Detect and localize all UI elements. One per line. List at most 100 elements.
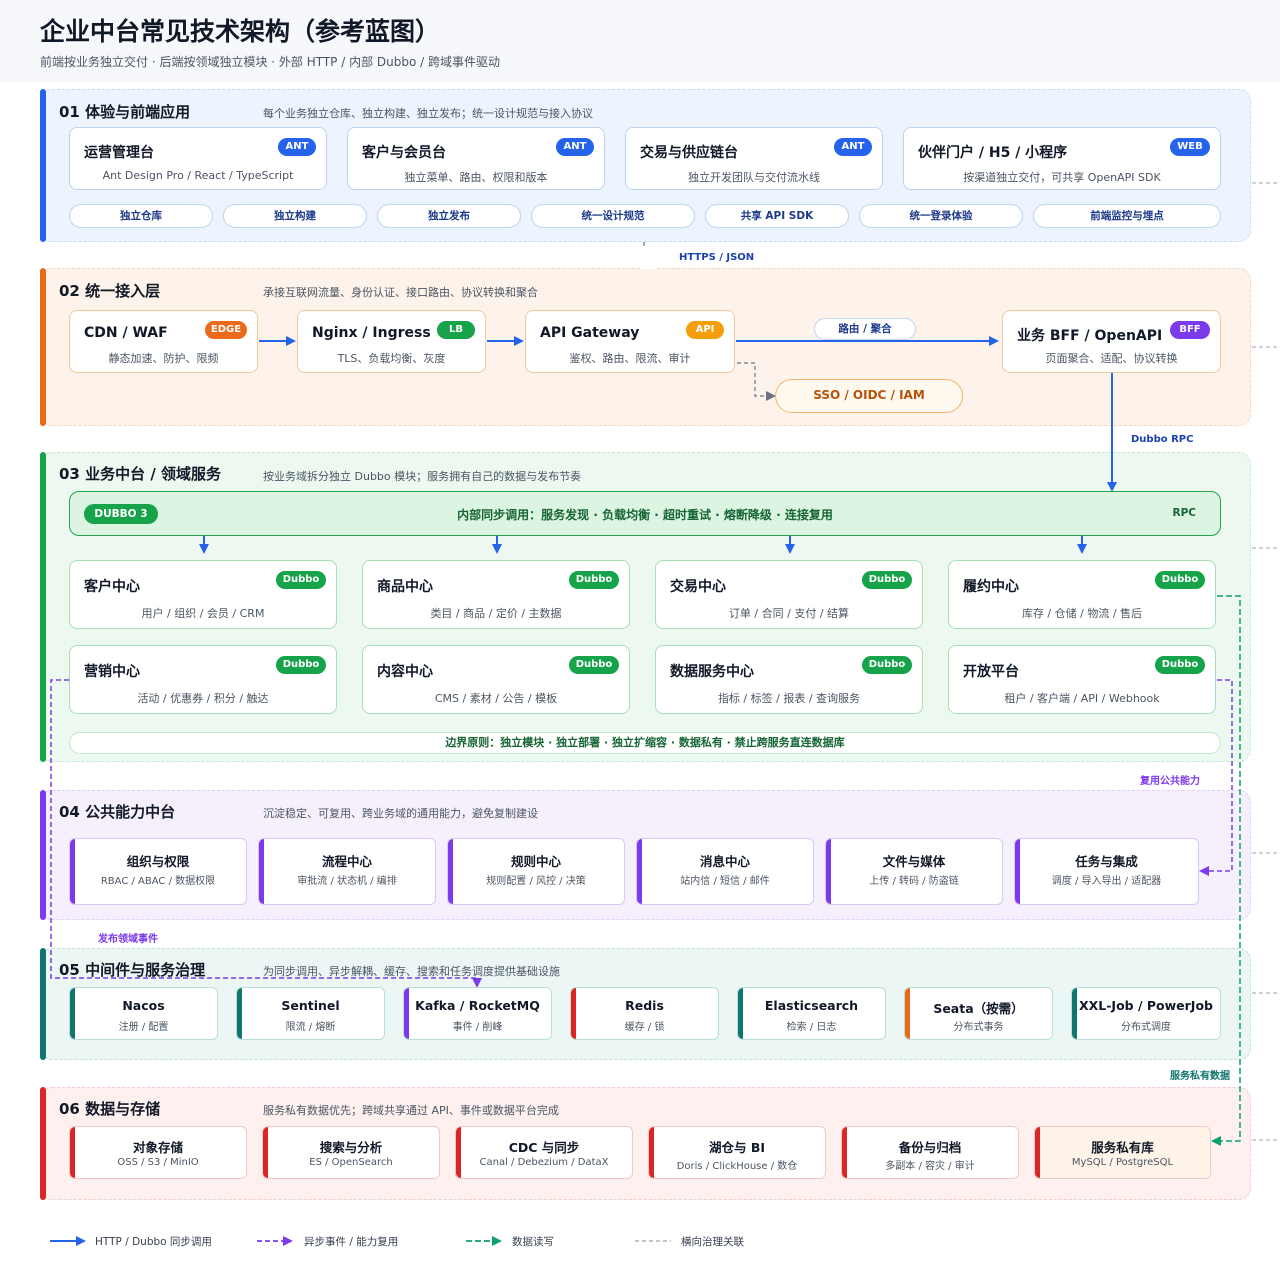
layer-common-title: 04 公共能力中台 bbox=[59, 803, 176, 821]
access-node-cdn[interactable]: CDN / WAF EDGE 静态加速、防护、限频 bbox=[69, 310, 258, 373]
service-marketing[interactable]: 营销中心 Dubbo 活动 / 优惠券 / 积分 / 触达 bbox=[69, 645, 337, 714]
mw-seata[interactable]: Seata（按需）分布式事务 bbox=[904, 987, 1053, 1040]
storage-sub: 多副本 / 容灾 / 审计 bbox=[885, 1161, 975, 1172]
service-product[interactable]: 商品中心 Dubbo 类目 / 商品 / 定价 / 主数据 bbox=[362, 560, 630, 629]
page-title: 企业中台常见技术架构（参考蓝图） bbox=[40, 17, 441, 46]
app-card-ops[interactable]: 运营管理台 ANT Ant Design Pro / React / TypeS… bbox=[69, 127, 327, 190]
middleware-sub: 事件 / 削峰 bbox=[452, 1022, 503, 1033]
accent-bar bbox=[259, 839, 264, 904]
accent-bar bbox=[571, 988, 576, 1039]
middleware-name: Seata（按需） bbox=[933, 1001, 1024, 1016]
store-backup[interactable]: 备份与归档多副本 / 容灾 / 审计 bbox=[841, 1126, 1019, 1179]
accent-bar bbox=[905, 988, 910, 1039]
dubbo-bus-badge: DUBBO 3 bbox=[84, 504, 158, 524]
storage-name: 备份与归档 bbox=[898, 1140, 962, 1155]
app-card-trade[interactable]: 交易与供应链台 ANT 独立开发团队与交付流水线 bbox=[625, 127, 883, 190]
pill-build: 独立构建 bbox=[223, 204, 367, 228]
service-badge: Dubbo bbox=[1155, 656, 1205, 674]
layer-domain-title: 03 业务中台 / 领域服务 bbox=[59, 465, 222, 483]
service-name: 营销中心 bbox=[84, 664, 140, 680]
app-name: 客户与会员台 bbox=[362, 145, 446, 161]
app-badge: ANT bbox=[834, 138, 872, 156]
storage-sub: MySQL / PostgreSQL bbox=[1071, 1157, 1174, 1168]
service-sub: 订单 / 合同 / 支付 / 结算 bbox=[728, 607, 850, 620]
service-name: 履约中心 bbox=[963, 579, 1019, 595]
storage-name: 搜索与分析 bbox=[319, 1140, 383, 1155]
pill-sdk: 共享 API SDK bbox=[705, 204, 849, 228]
storage-name: 湖仓与 BI bbox=[708, 1140, 766, 1155]
middleware-name: Elasticsearch bbox=[764, 998, 859, 1013]
node-badge: EDGE bbox=[205, 321, 247, 339]
capability-name: 任务与集成 bbox=[1075, 854, 1138, 869]
common-workflow[interactable]: 流程中心审批流 / 状态机 / 编排 bbox=[258, 838, 436, 905]
layer-storage-desc: 服务私有数据优先；跨域共享通过 API、事件或数据平台完成 bbox=[263, 1104, 559, 1117]
accent-bar bbox=[70, 839, 75, 904]
store-lakehouse[interactable]: 湖仓与 BI Doris / ClickHouse / 数仓 bbox=[648, 1126, 826, 1179]
middleware-sub: 缓存 / 锁 bbox=[624, 1022, 665, 1033]
service-customer[interactable]: 客户中心 Dubbo 用户 / 组织 / 会员 / CRM bbox=[69, 560, 337, 629]
page-header: 企业中台常见技术架构（参考蓝图） 前端按业务独立交付 · 后端按领域独立模块 ·… bbox=[0, 0, 1280, 82]
capability-sub: 审批流 / 状态机 / 编排 bbox=[297, 876, 397, 887]
layer-storage-bar bbox=[40, 1087, 46, 1200]
accent-bar bbox=[70, 1127, 75, 1178]
access-node-bff[interactable]: 业务 BFF / OpenAPI BFF 页面聚合、适配、协议转换 bbox=[1002, 310, 1221, 373]
capability-name: 消息中心 bbox=[699, 854, 750, 869]
mw-elasticsearch[interactable]: Elasticsearch 检索 / 日志 bbox=[737, 987, 886, 1040]
middleware-sub: 检索 / 日志 bbox=[786, 1022, 837, 1033]
event-label: 发布领域事件 bbox=[98, 934, 158, 945]
service-name: 客户中心 bbox=[84, 579, 140, 595]
accent-bar bbox=[1072, 988, 1077, 1039]
service-content[interactable]: 内容中心 Dubbo CMS / 素材 / 公告 / 模板 bbox=[362, 645, 630, 714]
app-card-partner[interactable]: 伙伴门户 / H5 / 小程序 WEB 按渠道独立交付，可共享 OpenAPI … bbox=[903, 127, 1221, 190]
node-name: API Gateway bbox=[540, 325, 640, 341]
layer-middleware-bar bbox=[40, 948, 46, 1060]
common-rules[interactable]: 规则中心规则配置 / 风控 / 决策 bbox=[447, 838, 625, 905]
app-card-member[interactable]: 客户与会员台 ANT 独立菜单、路由、权限和版本 bbox=[347, 127, 605, 190]
app-badge: WEB bbox=[1170, 138, 1210, 156]
service-fulfillment[interactable]: 履约中心 Dubbo 库存 / 仓储 / 物流 / 售后 bbox=[948, 560, 1216, 629]
dubbo-bus-tag: RPC bbox=[1172, 507, 1197, 519]
service-trade[interactable]: 交易中心 Dubbo 订单 / 合同 / 支付 / 结算 bbox=[655, 560, 923, 629]
service-open-platform[interactable]: 开放平台 Dubbo 租户 / 客户端 / API / Webhook bbox=[948, 645, 1216, 714]
accent-bar bbox=[826, 839, 831, 904]
accent-bar bbox=[456, 1127, 461, 1178]
common-task-integration[interactable]: 任务与集成调度 / 导入导出 / 适配器 bbox=[1014, 838, 1199, 905]
access-node-nginx[interactable]: Nginx / Ingress LB TLS、负载均衡、灰度 bbox=[297, 310, 486, 373]
storage-sub: Doris / ClickHouse / 数仓 bbox=[676, 1161, 798, 1172]
middleware-name: XXL-Job / PowerJob bbox=[1078, 998, 1213, 1013]
common-message[interactable]: 消息中心站内信 / 短信 / 邮件 bbox=[636, 838, 814, 905]
layer-access-bar bbox=[40, 268, 46, 426]
node-name: 业务 BFF / OpenAPI bbox=[1017, 328, 1163, 344]
app-sub: 独立开发团队与交付流水线 bbox=[688, 171, 820, 184]
legend-sync: HTTP / Dubbo 同步调用 bbox=[95, 1236, 212, 1248]
app-sub: Ant Design Pro / React / TypeScript bbox=[102, 169, 294, 182]
sso-node[interactable]: SSO / OIDC / IAM bbox=[775, 379, 963, 413]
access-node-gateway[interactable]: API Gateway API 鉴权、路由、限流、审计 bbox=[525, 310, 735, 373]
middleware-sub: 注册 / 配置 bbox=[118, 1022, 169, 1033]
accent-bar bbox=[263, 1127, 268, 1178]
common-file-media[interactable]: 文件与媒体上传 / 转码 / 防盗链 bbox=[825, 838, 1003, 905]
node-sub: 静态加速、防护、限频 bbox=[108, 352, 219, 365]
capability-name: 文件与媒体 bbox=[882, 854, 946, 869]
node-name: Nginx / Ingress bbox=[312, 325, 431, 341]
app-name: 伙伴门户 / H5 / 小程序 bbox=[918, 145, 1068, 161]
pill-release: 独立发布 bbox=[377, 204, 521, 228]
legend-async: 异步事件 / 能力复用 bbox=[304, 1236, 399, 1248]
layer-access-desc: 承接互联网流量、身份认证、接口路由、协议转换和聚合 bbox=[263, 286, 538, 299]
service-data[interactable]: 数据服务中心 Dubbo 指标 / 标签 / 报表 / 查询服务 bbox=[655, 645, 923, 714]
accent-bar bbox=[1035, 1127, 1040, 1178]
accent-bar bbox=[237, 988, 242, 1039]
accent-bar bbox=[738, 988, 743, 1039]
layer-access-title: 02 统一接入层 bbox=[59, 282, 161, 300]
service-badge: Dubbo bbox=[862, 656, 912, 674]
